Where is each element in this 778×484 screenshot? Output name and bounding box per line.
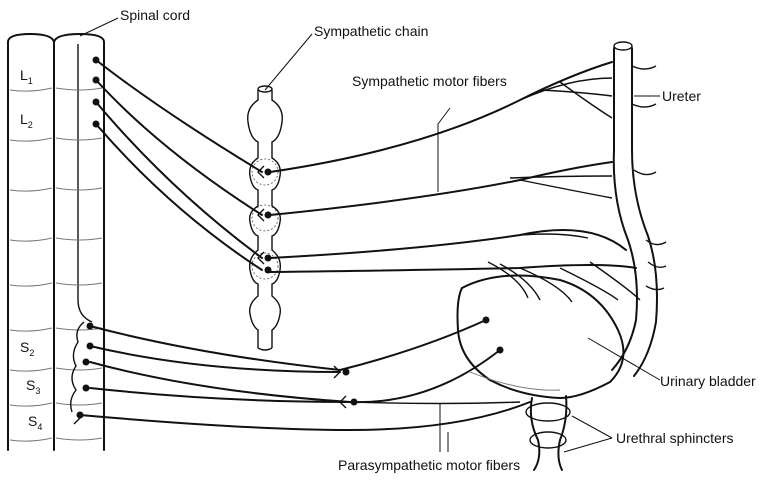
label-sympathetic-chain: Sympathetic chain	[314, 23, 428, 39]
sympathetic-chain	[248, 86, 283, 350]
segment-label-l1: L1	[20, 67, 33, 86]
sympathetic-preganglionic-fibers	[93, 57, 272, 274]
sympathetic-motor-fibers	[270, 62, 666, 302]
segment-label-l2: L2	[20, 111, 33, 130]
label-urethral-sphincters: Urethral sphincters	[616, 430, 734, 446]
label-spinal-cord: Spinal cord	[120, 7, 190, 23]
segment-label-s3: S3	[26, 377, 40, 396]
ureter	[612, 42, 657, 376]
segment-label-s4: S4	[28, 413, 42, 432]
urethra	[526, 396, 570, 470]
label-parasympathetic-motor-fibers: Parasympathetic motor fibers	[338, 457, 520, 473]
parasympathetic-motor-fibers	[71, 317, 530, 431]
label-ureter: Ureter	[662, 88, 701, 104]
segment-label-s2: S2	[20, 339, 34, 358]
urinary-bladder	[458, 276, 624, 399]
label-urinary-bladder: Urinary bladder	[660, 373, 756, 389]
label-sympathetic-motor-fibers: Sympathetic motor fibers	[352, 73, 507, 89]
